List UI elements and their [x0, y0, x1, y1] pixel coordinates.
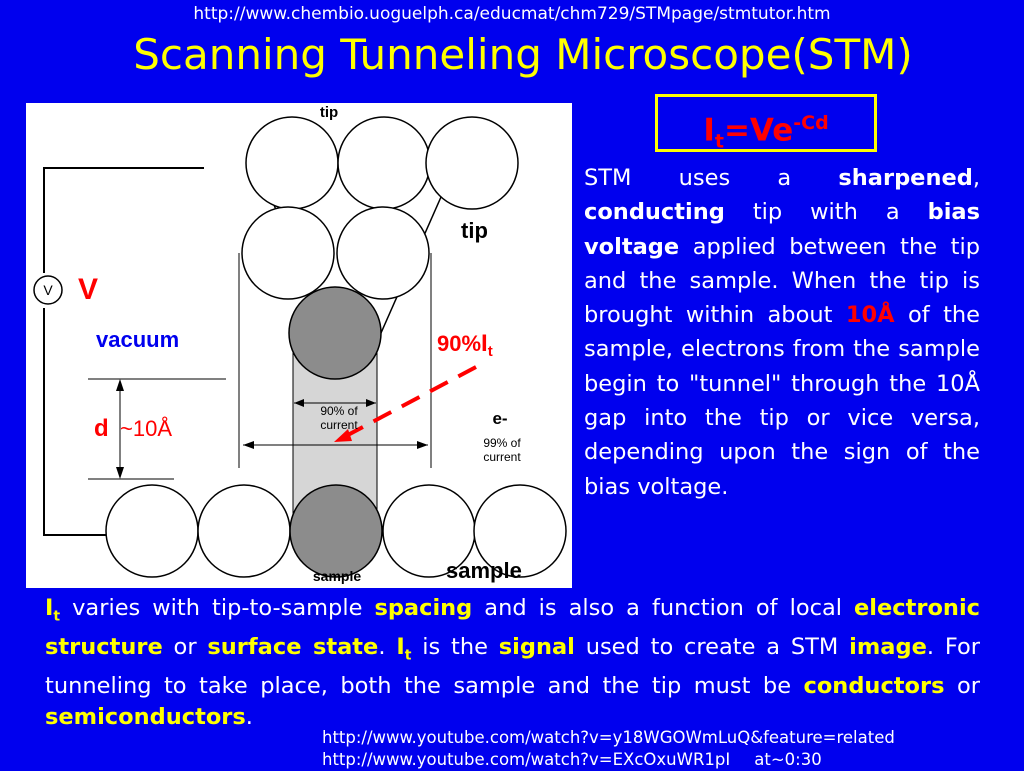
- current-flow-arrow: [343, 365, 477, 439]
- formula-I: I: [703, 112, 715, 149]
- video-link-2-row: http://www.youtube.com/watch?v=EXcOxuWR1…: [322, 749, 895, 771]
- tunneling-current-formula: It=Ve-Cd: [655, 94, 877, 153]
- gap-d-label: d: [94, 415, 109, 442]
- bottom-keyword: conductors: [803, 673, 945, 699]
- source-url[interactable]: http://www.chembio.uoguelph.ca/educmat/c…: [193, 4, 831, 24]
- tip-label-top: tip: [320, 104, 338, 121]
- bias-voltage-label: V: [78, 273, 98, 306]
- sample-atom: [105, 484, 199, 578]
- bottom-keyword: spacing: [374, 595, 473, 621]
- voltmeter-icon: [33, 275, 63, 305]
- bottom-text: . For tunneling to take place, both the …: [45, 634, 980, 699]
- current-symbol: It: [396, 634, 411, 664]
- video-link-2[interactable]: http://www.youtube.com/watch?v=EXcOxuWR1…: [322, 750, 731, 769]
- bottom-text: varies with tip-to-sample: [60, 595, 375, 621]
- tip-atom: [336, 206, 430, 300]
- gap-arrow-up: [116, 379, 124, 391]
- slide-title: Scanning Tunneling Microscope(STM): [133, 30, 913, 79]
- desc-keyword: sharpened: [838, 165, 973, 191]
- sample-label: sample: [446, 558, 522, 583]
- bottom-text: or: [162, 634, 208, 660]
- bottom-keyword: electronic structure: [45, 595, 980, 660]
- current-arrow-head: [334, 429, 352, 442]
- current-symbol: It: [45, 595, 60, 625]
- bottom-text: .: [378, 634, 397, 660]
- current-symbol-t: t: [53, 608, 61, 625]
- gap-distance-label: ~10Å: [120, 416, 172, 441]
- desc-text: STM uses a: [584, 165, 839, 191]
- desc-text: tip with a: [724, 199, 928, 226]
- desc-text: applied between the tip and the sample. …: [584, 233, 980, 329]
- tip-atom: [241, 206, 335, 300]
- formula-sub-t: t: [714, 130, 724, 153]
- signal-explanation: It varies with tip-to-sample spacing and…: [45, 593, 980, 732]
- bottom-text: is the: [411, 634, 499, 660]
- bottom-text: used to create a STM: [574, 634, 850, 660]
- percent-label: 90%: [437, 331, 481, 356]
- width-arrow-left: [243, 441, 254, 449]
- sample-atom: [197, 484, 291, 578]
- bottom-text: or: [944, 673, 980, 699]
- voltmeter-label: V: [43, 282, 53, 298]
- current-symbol-I: I: [396, 634, 405, 660]
- tip-atom: [425, 116, 519, 210]
- sample-atom: [473, 484, 567, 578]
- formula-eq: =Ve: [723, 112, 794, 149]
- desc-text: of the sample, electrons from the sample…: [584, 302, 980, 500]
- stm-description: STM uses a sharpened, conducting tip wit…: [584, 161, 980, 504]
- desc-keyword-distance: 10Å: [845, 302, 895, 329]
- stm-diagram: V tip tip V vacuum d ~10Å 90%It 90% of c…: [26, 103, 572, 588]
- bottom-keyword: image: [849, 634, 927, 660]
- video-timestamp: at~0:30: [754, 750, 822, 769]
- ninetynine-current-line1: 99% of: [483, 436, 521, 450]
- desc-text: ,: [972, 165, 980, 191]
- width-arrow-right: [417, 441, 428, 449]
- current-symbol-t: t: [488, 343, 493, 360]
- bottom-keyword: semiconductors: [45, 703, 246, 730]
- gap-arrow-down: [116, 467, 124, 479]
- tip-apex-atom: [288, 286, 382, 380]
- percent-current-label: 90%It: [437, 330, 493, 360]
- formula-exponent: -Cd: [793, 112, 829, 134]
- bottom-text: .: [245, 703, 253, 730]
- circuit-wire-bottom: [43, 308, 106, 536]
- desc-keyword: bias voltage: [584, 199, 980, 260]
- bottom-keyword: surface state: [207, 634, 379, 660]
- tip-label: tip: [461, 218, 488, 243]
- ninety-current-line1: 90% of: [320, 404, 358, 418]
- bottom-text: and is also a function of local: [472, 595, 855, 621]
- bottom-keyword: signal: [498, 634, 575, 660]
- sample-label-bottom: sample: [313, 568, 361, 584]
- ninetynine-current-line2: current: [483, 450, 521, 464]
- circuit-wire-top: [43, 167, 204, 273]
- video-links: http://www.youtube.com/watch?v=y18WGOWmL…: [322, 727, 895, 771]
- current-symbol-I: I: [45, 595, 54, 621]
- current-symbol-t: t: [404, 647, 412, 664]
- desc-keyword: conducting: [584, 199, 725, 226]
- column-arrow-left: [294, 399, 304, 407]
- column-arrow-right: [366, 399, 376, 407]
- current-symbol-I: I: [481, 330, 488, 357]
- tip-atom: [337, 116, 431, 210]
- electron-label: e-: [492, 409, 507, 428]
- sample-active-atom: [289, 484, 383, 578]
- video-link-1[interactable]: http://www.youtube.com/watch?v=y18WGOWmL…: [322, 728, 895, 747]
- tip-atom: [245, 116, 339, 210]
- ninety-current-line2: current: [320, 418, 358, 432]
- vacuum-label: vacuum: [96, 327, 179, 352]
